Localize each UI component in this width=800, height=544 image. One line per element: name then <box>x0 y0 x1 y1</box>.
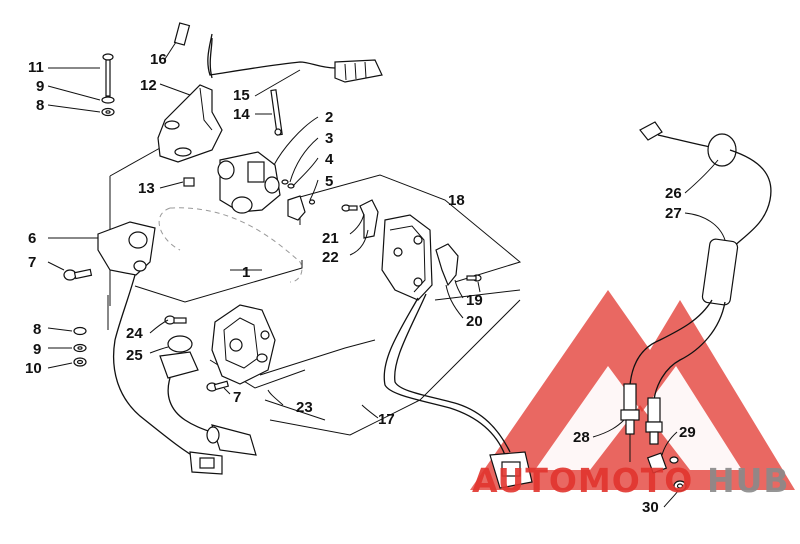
callout-7-lower: 7 <box>233 389 241 406</box>
callout-5: 5 <box>325 173 333 190</box>
housing-18 <box>381 214 433 301</box>
callout-21: 21 <box>322 230 339 247</box>
screw-19 <box>466 274 482 282</box>
housing-cable <box>112 274 201 461</box>
housing-6 <box>97 221 156 276</box>
bracket-12 <box>157 84 223 163</box>
washer-set-bottom <box>73 326 87 367</box>
callout-12: 12 <box>140 77 157 94</box>
spacer-13 <box>183 177 195 187</box>
callout-16: 16 <box>150 51 167 68</box>
callout-8-bottom: 8 <box>33 321 41 338</box>
washer-9-top <box>101 96 115 104</box>
callout-11: 11 <box>28 59 44 76</box>
sleeve-29 <box>646 452 679 474</box>
callout-19: 19 <box>466 292 483 309</box>
callout-15: 15 <box>233 87 250 104</box>
washer-8-top <box>101 107 115 117</box>
screw-24 <box>164 315 187 325</box>
callout-25: 25 <box>126 347 143 364</box>
callout-29: 29 <box>679 424 696 441</box>
screw-21 <box>341 204 358 212</box>
callout-20: 20 <box>466 313 483 330</box>
callout-30: 30 <box>642 499 659 516</box>
callout-8-top: 8 <box>36 97 44 114</box>
callout-28: 28 <box>573 429 590 446</box>
callout-24: 24 <box>126 325 143 342</box>
switch-25 <box>159 335 199 379</box>
callout-3: 3 <box>325 130 333 147</box>
callout-2: 2 <box>325 109 333 126</box>
lower-harness <box>383 293 533 489</box>
throttle-body-1 <box>217 151 281 214</box>
callout-9-bottom: 9 <box>33 341 41 358</box>
callout-18: 18 <box>448 192 465 209</box>
clip-parts-2-5 <box>281 179 316 221</box>
sensor-28 <box>620 383 640 462</box>
callout-27: 27 <box>665 205 682 222</box>
callout-labels: 16 12 11 9 8 15 14 2 3 4 5 13 18 6 7 21 … <box>25 51 696 516</box>
watermark-text: AUTOMOTO HUB <box>472 461 790 500</box>
callout-6: 6 <box>28 230 36 247</box>
callout-23: 23 <box>296 399 313 416</box>
watermark-word-hub: HUB <box>707 461 790 500</box>
lever-20 <box>435 243 459 287</box>
housing-23 <box>211 304 276 385</box>
screw-7-lower <box>206 380 230 392</box>
callout-4: 4 <box>325 151 334 168</box>
bolt-11 <box>102 53 114 97</box>
connector-pair <box>189 424 257 475</box>
screw-7-left <box>63 268 93 281</box>
leader-lines <box>47 41 726 508</box>
callout-26: 26 <box>665 185 682 202</box>
callout-1: 1 <box>242 264 250 281</box>
callout-22: 22 <box>322 249 339 266</box>
nut-30 <box>673 480 687 492</box>
callout-9-top: 9 <box>36 78 44 95</box>
sensor-29 <box>645 397 663 445</box>
watermark-word-automoto: AUTOMOTO <box>472 461 693 500</box>
callout-14: 14 <box>233 106 250 123</box>
callout-13: 13 <box>138 180 155 197</box>
callout-7-left: 7 <box>28 254 36 271</box>
throttle-shaft-phantom <box>158 207 303 283</box>
pin-14 <box>270 89 283 136</box>
callout-17: 17 <box>378 411 395 428</box>
callout-10: 10 <box>25 360 42 377</box>
heater-harness-26-27 <box>629 121 772 401</box>
top-wire-harness <box>173 22 383 83</box>
